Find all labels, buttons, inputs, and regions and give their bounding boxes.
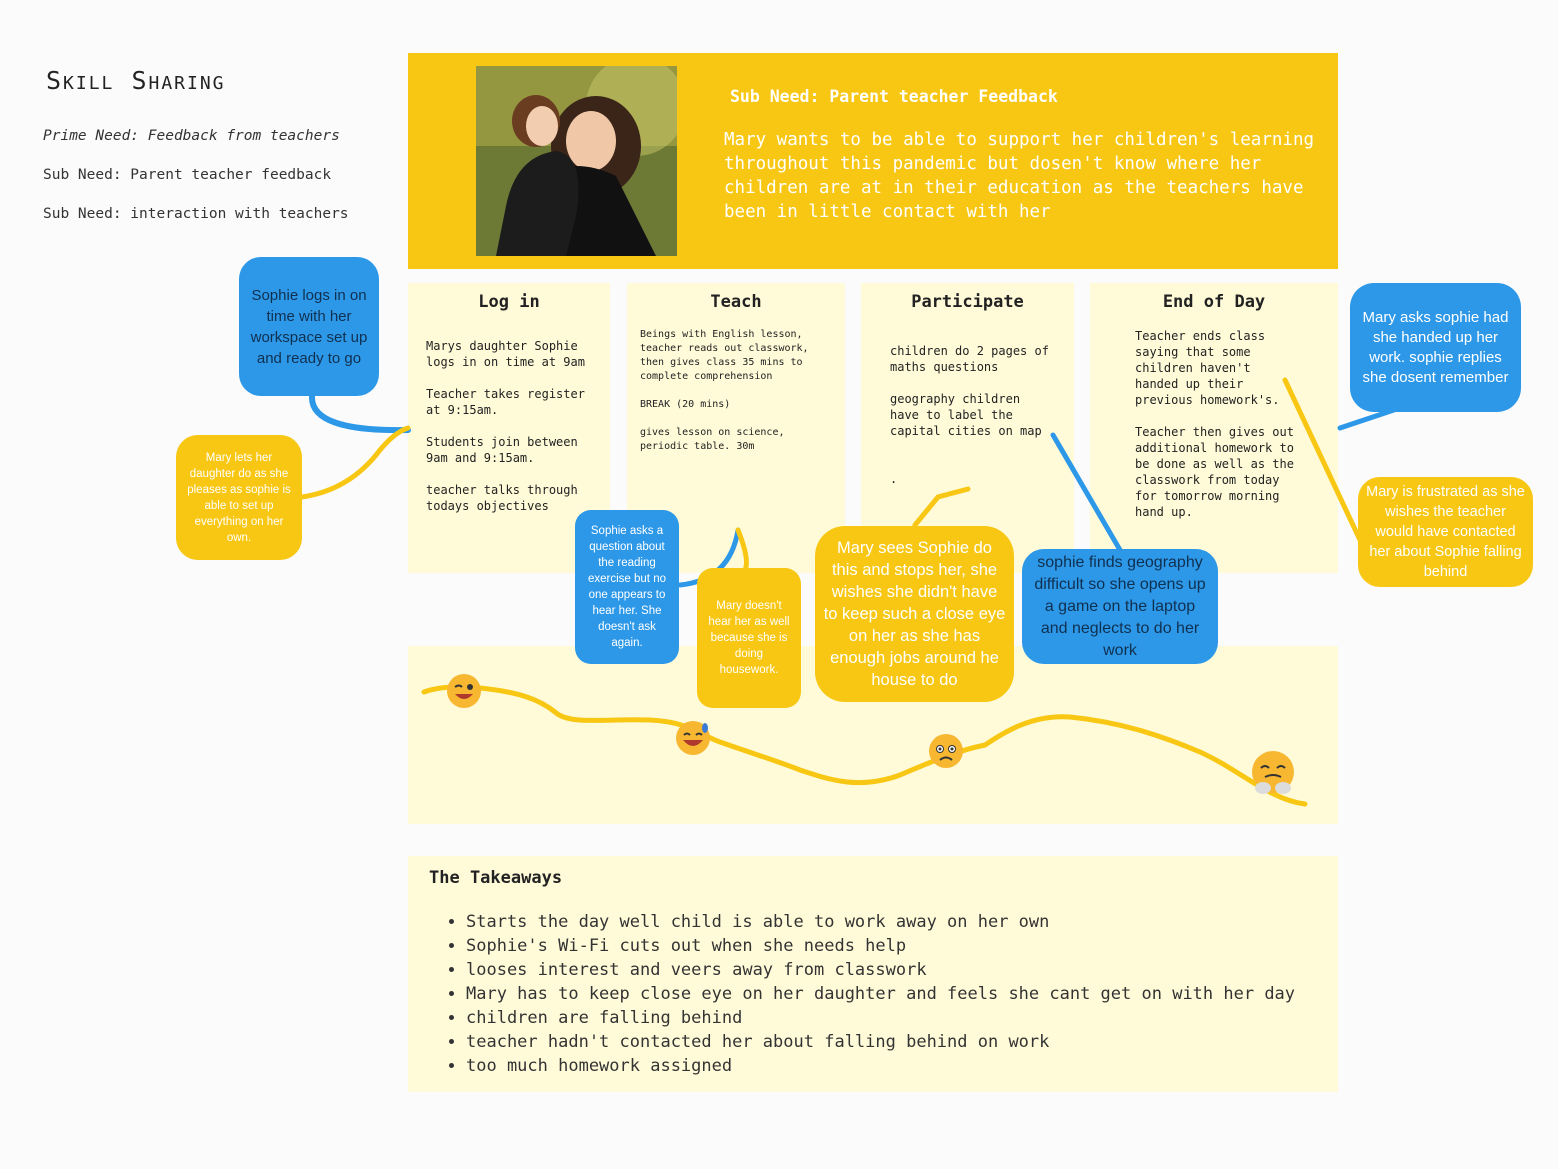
note-mary-doesnt-hear[interactable]: Mary doesn't hear her as well because sh… (697, 568, 801, 708)
grinning-sweat-face-icon (675, 720, 711, 756)
winking-face-icon (446, 673, 482, 709)
stage-body: Marys daughter Sophie logs in on time at… (426, 339, 585, 513)
stage-body: children do 2 pages of maths questions g… (890, 344, 1049, 486)
takeaways-panel: The Takeaways Starts the day well child … (408, 856, 1338, 1092)
persona-photo[interactable] (476, 66, 677, 256)
steam-from-nose-face-icon (1250, 750, 1296, 796)
sub-need-1: Sub Need: Parent teacher feedback (43, 167, 332, 183)
stage-title: Teach (710, 292, 762, 312)
takeaway-item: too much homework assigned (466, 1054, 1295, 1078)
note-mary-frustrated[interactable]: Mary is frustrated as she wishes the tea… (1358, 477, 1533, 587)
note-mary-lets-her[interactable]: Mary lets her daughter do as she pleases… (176, 435, 302, 560)
takeaway-item: teacher hadn't contacted her about falli… (466, 1030, 1295, 1054)
note-sophie-asks-question[interactable]: Sophie asks a question about the reading… (575, 510, 679, 664)
stage-body: Beings with English lesson, teacher read… (640, 329, 809, 452)
stage-body: Teacher ends class saying that some chil… (1135, 329, 1294, 519)
takeaways-list: Starts the day well child is able to wor… (446, 910, 1295, 1078)
stage-participate: Participate children do 2 pages of maths… (861, 283, 1074, 573)
takeaways-title: The Takeaways (429, 868, 563, 888)
takeaway-item: children are falling behind (466, 1006, 1295, 1030)
takeaway-item: Sophie's Wi-Fi cuts out when she needs h… (466, 934, 1295, 958)
prime-need: Prime Need: Feedback from teachers (43, 128, 340, 144)
hero-sub-need: Sub Need: Parent teacher Feedback (730, 87, 1058, 106)
stage-title: End of Day (1162, 292, 1266, 312)
takeaway-item: Starts the day well child is able to wor… (466, 910, 1295, 934)
takeaway-item: looses interest and veers away from clas… (466, 958, 1295, 982)
note-mary-sees-sophie[interactable]: Mary sees Sophie do this and stops her, … (815, 526, 1014, 702)
note-sophie-logs-in[interactable]: Sophie logs in on time with her workspac… (239, 257, 379, 396)
takeaway-item: Mary has to keep close eye on her daught… (466, 982, 1295, 1006)
stage-title: Log in (478, 292, 540, 312)
sub-need-2: Sub Need: interaction with teachers (43, 206, 349, 222)
stage-end-of-day: End of Day Teacher ends class saying tha… (1090, 283, 1338, 573)
note-mary-asks-sophie[interactable]: Mary asks sophie had she handed up her w… (1350, 283, 1521, 412)
emotion-curve (421, 684, 1308, 807)
needs-list: Prime Need: Feedback from teachers Sub N… (43, 126, 383, 243)
worried-face-icon (928, 733, 964, 769)
note-sophie-geography[interactable]: sophie finds geography difficult so she … (1022, 549, 1218, 664)
stage-title: Participate (911, 292, 1024, 312)
board-title: Skill Sharing (46, 66, 226, 95)
persona-photo-image (476, 66, 677, 256)
hero-description: Mary wants to be able to support her chi… (724, 130, 1315, 222)
